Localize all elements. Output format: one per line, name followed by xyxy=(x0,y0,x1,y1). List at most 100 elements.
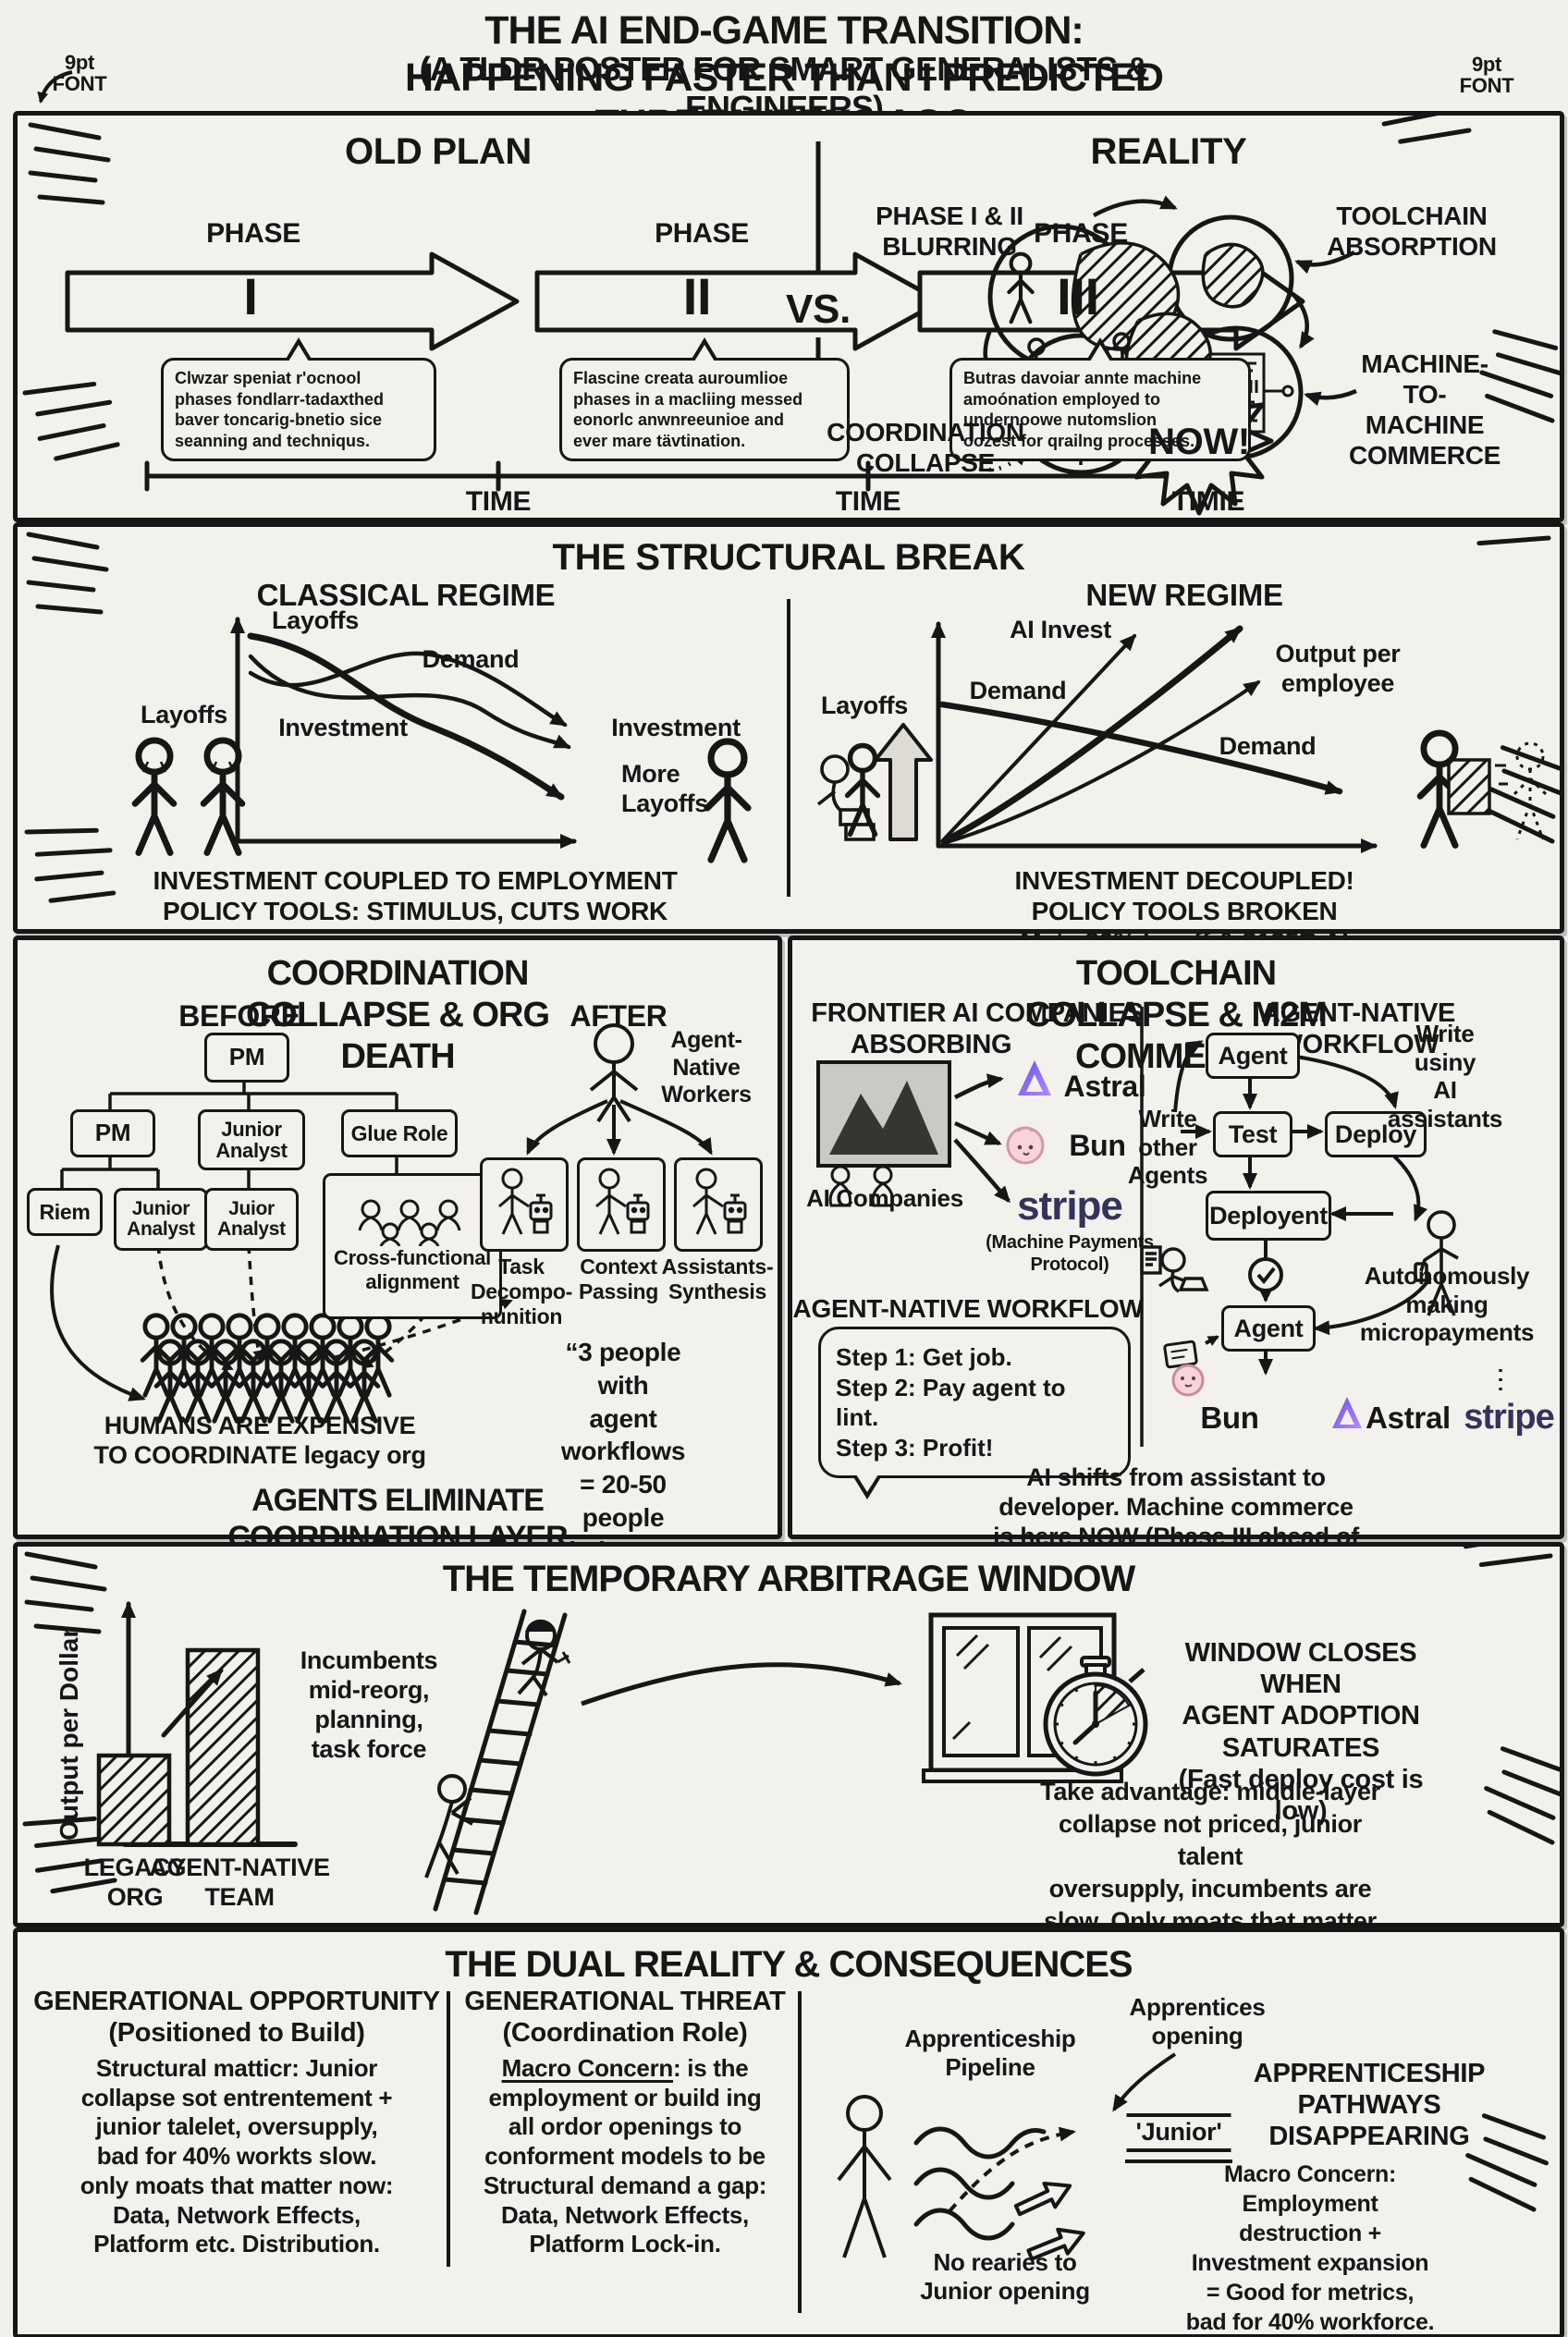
classical-chart xyxy=(230,617,577,849)
node-agent: Agent xyxy=(1206,1033,1300,1079)
macro-body: Macro Concern: Employment destruction + … xyxy=(1185,2161,1435,2335)
agent-native-worker-icon xyxy=(589,1023,639,1123)
crowd-icons xyxy=(142,1315,392,1421)
label-output-per-employee: Output per employee xyxy=(1275,640,1401,697)
panel-old-plan-vs-reality: OLD PLAN PHASE PHASE PHASE I II III Clwz… xyxy=(13,111,1564,522)
node-test: Test xyxy=(1213,1111,1292,1157)
org-box-riem: Riem xyxy=(27,1188,103,1236)
box-carrier-person-icon xyxy=(1420,733,1491,846)
workflow-title-right: AGENT-NATIVE WORKFLOW xyxy=(1260,998,1456,1060)
output-bar-chart xyxy=(96,1601,298,1847)
bun-agent-icon xyxy=(1163,1340,1205,1397)
layoffs-up-arrow-icon xyxy=(874,723,933,841)
opportunity-body: Structural matticr: Junior collapse sot … xyxy=(80,2054,394,2258)
node-agent2: Agent xyxy=(1221,1305,1316,1352)
org-box-juior-analyst: Juior Analyst xyxy=(204,1188,299,1251)
opportunity-title: GENERATIONAL OPPORTUNITY (Positioned to … xyxy=(33,1987,440,2049)
ai-companies-label: AI Companies xyxy=(806,1184,963,1212)
logo-astral-label: Astral xyxy=(1366,1401,1451,1435)
time-label-2: TIME xyxy=(835,486,901,517)
now-label: NOW! xyxy=(1148,422,1250,462)
arrow-to-window xyxy=(581,1662,902,1707)
incumbents-label: Incumbents mid-reorg, planning, task for… xyxy=(300,1646,438,1763)
check-icon xyxy=(1248,1257,1283,1292)
panel-structural-break: THE STRUCTURAL BREAK CLASSICAL REGIME La… xyxy=(13,522,1564,986)
arbitrage-illustration xyxy=(18,1547,1560,1915)
after-fan-arrows xyxy=(526,1099,713,1156)
bar-label-legacy: LEGACY ORG xyxy=(83,1854,187,1911)
org-connectors xyxy=(60,1077,398,1188)
page-title: THE AI END-GAME TRANSITION: HAPPENING FA… xyxy=(405,8,1164,146)
apprentices-opening-label: Apprentices opening xyxy=(1129,1993,1266,2049)
dual-reality-title: THE DUAL REALITY & CONSEQUENCES xyxy=(445,1944,1133,1985)
ghost-person-icon xyxy=(1495,741,1549,840)
coordination-dashed-arrows xyxy=(156,1244,513,1371)
autonomous-label: Autonomously making micropayments xyxy=(1359,1262,1535,1347)
before-title: BEFORE xyxy=(178,999,300,1033)
label-ai-invest: AI Invest xyxy=(1010,616,1111,643)
ladder-holder-person-icon xyxy=(424,1774,473,1878)
time-label-3: TIMIE xyxy=(1171,486,1245,517)
font-note-left: 9pt FONT xyxy=(52,51,107,96)
phase-bubble-1: Clwzar speniat r'ocnool phases fondlarr-… xyxy=(161,337,436,461)
ylabel-output-per-dollar: Output per Dollar xyxy=(55,1627,83,1841)
stripe-subtitle: (Machine Payments Protocol) xyxy=(986,1232,1154,1275)
org-box-glue-role: Glue Role xyxy=(341,1109,458,1157)
ai-companies-screen-icon xyxy=(816,1060,951,1207)
astral-logo-small-icon xyxy=(1332,1397,1362,1428)
node-deploy: Deploy xyxy=(1325,1111,1427,1157)
phase-bubble-3: Butras davoiar annte machine amoónation … xyxy=(949,337,1251,461)
label-demand: Demand xyxy=(422,645,520,673)
label-layoffs-axis: Layoffs xyxy=(272,606,359,634)
threat-body-text: : is the employment or build ing all ord… xyxy=(483,2054,767,2258)
toolchain-bean-icon xyxy=(1201,242,1265,309)
label-demand-top: Demand xyxy=(969,677,1067,704)
bun-logo-icon xyxy=(1006,1126,1045,1165)
new-regime-chart xyxy=(931,621,1378,853)
font-note-right: 9pt FONT xyxy=(1459,53,1514,98)
panel-dual-reality: THE DUAL REALITY & CONSEQUENCES GENERATI… xyxy=(13,1927,1564,2337)
bystander-person-icon xyxy=(707,741,748,860)
after-title: AFTER xyxy=(570,999,668,1033)
phase-numeral-3: III xyxy=(1057,267,1099,325)
font-note-arrow-icon xyxy=(37,70,73,104)
org-box-junior-analyst: Junior Analyst xyxy=(198,1109,305,1170)
coordination-solid-arc xyxy=(50,1244,146,1401)
astral-label: Astral xyxy=(1063,1070,1146,1103)
phase-bubble-2: Flascine creata auroumlioe phases in a m… xyxy=(559,337,850,461)
pipeline-dashed-arc xyxy=(948,2126,1076,2213)
window-closes-caption: WINDOW CLOSES WHEN AGENT ADOPTION SATURA… xyxy=(1178,1638,1424,1827)
stripe-wordmark: stripe xyxy=(1017,1183,1123,1229)
reality-label-coordination: COORDINATION COLLAPSE xyxy=(827,418,1024,478)
layoff-people-icons xyxy=(135,740,748,860)
pipeline-waves xyxy=(913,2126,1047,2241)
worker-box-assistants xyxy=(674,1157,763,1252)
worker-box-task xyxy=(480,1157,569,1252)
structural-break-illustration xyxy=(18,527,1560,929)
vs-label: VS. xyxy=(785,287,851,332)
node-deployent: Deployent xyxy=(1206,1191,1331,1241)
frontier-title: FRONTIER AI COMPANIES xyxy=(811,998,1144,1028)
worker-label-task: Task Decompo- nunition xyxy=(470,1254,573,1329)
org-chart-illustration xyxy=(50,1023,713,1535)
org-box-pm2: PM xyxy=(70,1109,155,1157)
dual-reality-illustration xyxy=(447,1991,1560,2313)
worker-label-assistants: Assistants- Synthesis xyxy=(661,1254,774,1304)
old-plan-title: OLD PLAN xyxy=(344,131,533,172)
bun-label: Bun xyxy=(1069,1129,1126,1162)
phone-person-icon xyxy=(1414,1210,1459,1316)
cross-functional-label: Cross-functional alignment xyxy=(334,1246,491,1293)
new-regime-title: NEW REGIME xyxy=(1085,578,1283,612)
write-using-label: Write usiny AI assistants xyxy=(1387,1020,1503,1133)
steps-bubble: Step 1: Get job. Step 2: Pay agent to li… xyxy=(818,1327,1131,1499)
laptop-person-icon xyxy=(1140,1245,1209,1293)
apprentices-arrow xyxy=(1112,2052,1177,2112)
climber-person-icon xyxy=(517,1619,571,1697)
reality-title: REALITY xyxy=(1090,131,1247,172)
humans-expensive-caption: HUMANS ARE EXPENSIVE TO COORDINATE legac… xyxy=(93,1412,426,1469)
label-layoffs-people: Layoffs xyxy=(141,701,227,728)
panel-coordination-collapse: COORDINATION COLLAPSE & ORG DEATH BEFORE… xyxy=(13,936,782,1598)
timeline xyxy=(144,460,1219,492)
threat-macro-label: Macro Concern xyxy=(501,2054,674,2082)
